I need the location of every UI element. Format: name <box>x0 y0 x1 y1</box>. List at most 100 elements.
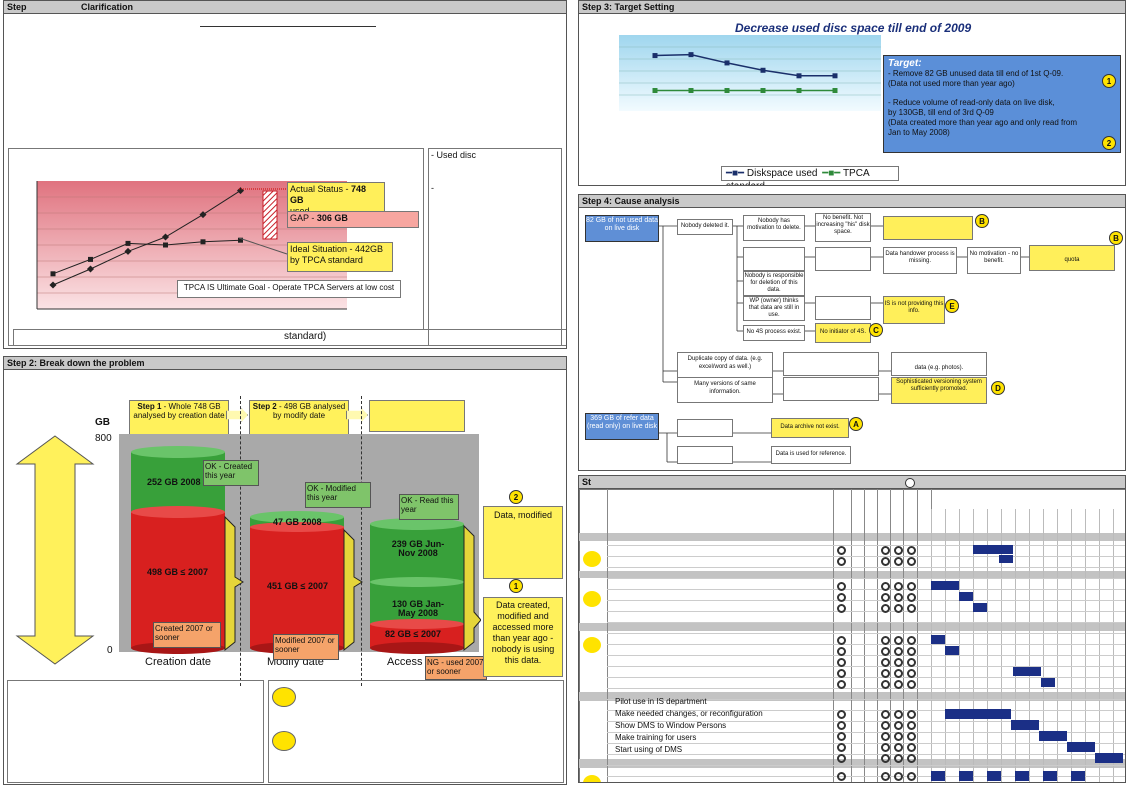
status-dot-10-0 <box>837 710 846 719</box>
status-dot-8-1 <box>881 669 890 678</box>
cause-nobody-responsible: Nobody is responsible for deletion of th… <box>743 271 805 296</box>
series-ideal-line <box>52 239 241 275</box>
cause-blank-6 <box>783 377 879 401</box>
cyl2-bottom-label: 451 GB ≤ 2007 <box>267 581 328 591</box>
target-circle-1: 1 <box>1102 74 1116 88</box>
row-line-254 <box>607 743 1125 744</box>
diskspace-point-5 <box>832 73 838 79</box>
connector-ideal <box>238 237 288 255</box>
step3-plot-area <box>619 35 881 111</box>
row-line-89 <box>607 578 1125 579</box>
bottom-right-box <box>268 680 564 783</box>
cause-blank-4 <box>815 296 871 320</box>
diskspace-point-2 <box>724 60 730 66</box>
gantt-bar-8 <box>1041 678 1055 687</box>
cylinder-chart <box>131 446 481 654</box>
status-dot-0-0 <box>837 546 846 555</box>
status-dot-4-2 <box>894 604 903 613</box>
status-dot-9-2 <box>894 680 903 689</box>
row-line-111 <box>607 600 1125 601</box>
status-dot-8-2 <box>894 669 903 678</box>
actual-status-value: 748 GB <box>290 184 367 205</box>
gantt-bar-17 <box>1015 771 1029 781</box>
status-dot-3-2 <box>894 593 903 602</box>
circle-b1: B <box>975 214 989 228</box>
cause-duplicate-copy: Duplicate copy of data. (e.g. excel/word… <box>677 352 773 378</box>
x-label-access: Access d <box>387 656 432 668</box>
step2-panel: Step 2: Break down the problem GB Step 1… <box>3 356 567 785</box>
target-circle-2: 2 <box>1102 136 1116 150</box>
ideal-point-4 <box>200 239 206 245</box>
col-line-0 <box>607 489 608 782</box>
cause-blank-3 <box>815 247 871 271</box>
step3-gridlines <box>619 46 881 96</box>
step2-box-bold: Step 2 <box>252 402 277 411</box>
status-dot-2-1 <box>881 582 890 591</box>
step3-chart <box>619 35 881 111</box>
callout-created: OK - Created this year <box>203 460 259 486</box>
row-line-155 <box>607 644 1125 645</box>
status-dot-3-1 <box>881 593 890 602</box>
step5-panel: St Pilot use in IS department Make neede… <box>578 475 1126 783</box>
status-dot-14-1 <box>881 754 890 763</box>
circle-d: D <box>991 381 1005 395</box>
bracket-braces <box>224 515 481 652</box>
cause-root-2: 369 GB of refer data (read only) on live… <box>585 413 659 440</box>
ultimate-goal-box: TPCA IS Ultimate Goal - Operate TPCA Ser… <box>177 280 401 298</box>
target-line-2: (Data not used more than year ago) <box>888 79 1015 88</box>
target-line-5: (Data created more than year ago and onl… <box>888 118 1077 127</box>
cause-root-1: 82 GB of not used data on live disk <box>585 215 659 242</box>
week-line-3 <box>973 509 974 782</box>
used-point-0 <box>49 281 57 289</box>
step1-box-bold: Step 1 <box>137 402 162 411</box>
bottom-circle-2 <box>272 731 296 751</box>
status-dot-5-1 <box>881 636 890 645</box>
gantt-bar-15 <box>959 771 973 781</box>
cause-blank-7 <box>677 419 733 437</box>
status-dot-12-2 <box>894 732 903 741</box>
status-dot-13-2 <box>894 743 903 752</box>
status-dot-11-2 <box>894 721 903 730</box>
step3-header: Step 3: Target Setting <box>579 1 1125 14</box>
status-dot-3-0 <box>837 593 846 602</box>
week-line-2 <box>959 509 960 782</box>
status-dot-14-2 <box>894 754 903 763</box>
row-line-122 <box>607 611 1125 612</box>
row-line-78 <box>607 567 1125 568</box>
week-line-10 <box>1071 509 1072 782</box>
cause-no-benefit: No benefit. Not increasing "his" disk sp… <box>815 213 871 242</box>
ideal-point-0 <box>50 271 56 277</box>
week-line-12 <box>1099 509 1100 782</box>
task-list: Pilot use in IS department Make needed c… <box>615 696 831 756</box>
used-point-3 <box>161 233 170 241</box>
ideal-point-5 <box>238 237 243 243</box>
schedule-frame <box>579 489 1125 782</box>
cause-no-4s: No 4S process exist. <box>743 325 805 341</box>
row-line-133 <box>607 622 1125 623</box>
gb-label: GB <box>95 417 110 428</box>
step2-chart-area: GB Step 1 - Whole 748 GB analysed by cre… <box>7 372 487 686</box>
week-line-1 <box>945 509 946 782</box>
status-dot-12-3 <box>907 732 916 741</box>
col-line-1 <box>833 489 834 782</box>
section-circle-2 <box>583 637 601 653</box>
legend-used-label: Diskspace used <box>746 168 818 179</box>
cause-no-motivation: Nobody has motivation to delete. <box>743 215 805 241</box>
diskspace-point-1 <box>688 52 694 58</box>
section-band-3 <box>579 692 1125 701</box>
cause-nobody-deleted: Nobody deleted it. <box>677 219 733 235</box>
row-line-287 <box>607 776 1125 777</box>
standard-point-5 <box>832 88 838 94</box>
week-line-13 <box>1113 509 1114 782</box>
cause-reference: Data is used for reference. <box>771 446 851 464</box>
cause-quota: quota <box>1029 245 1115 271</box>
week-line-8 <box>1043 509 1044 782</box>
x-label-creation: Creation date <box>145 656 212 668</box>
cause-photos: data (e.g. photos). <box>891 352 987 376</box>
step2-header: Step 2: Break down the problem <box>4 357 566 370</box>
row-line-243 <box>607 732 1125 733</box>
col-line-3 <box>864 489 865 782</box>
step1-chart-box: Actual Status - 748 GB used GAP - 306 GB… <box>8 148 566 346</box>
callout-read: OK - Read this year <box>399 494 459 520</box>
scale-double-arrow <box>15 435 95 665</box>
